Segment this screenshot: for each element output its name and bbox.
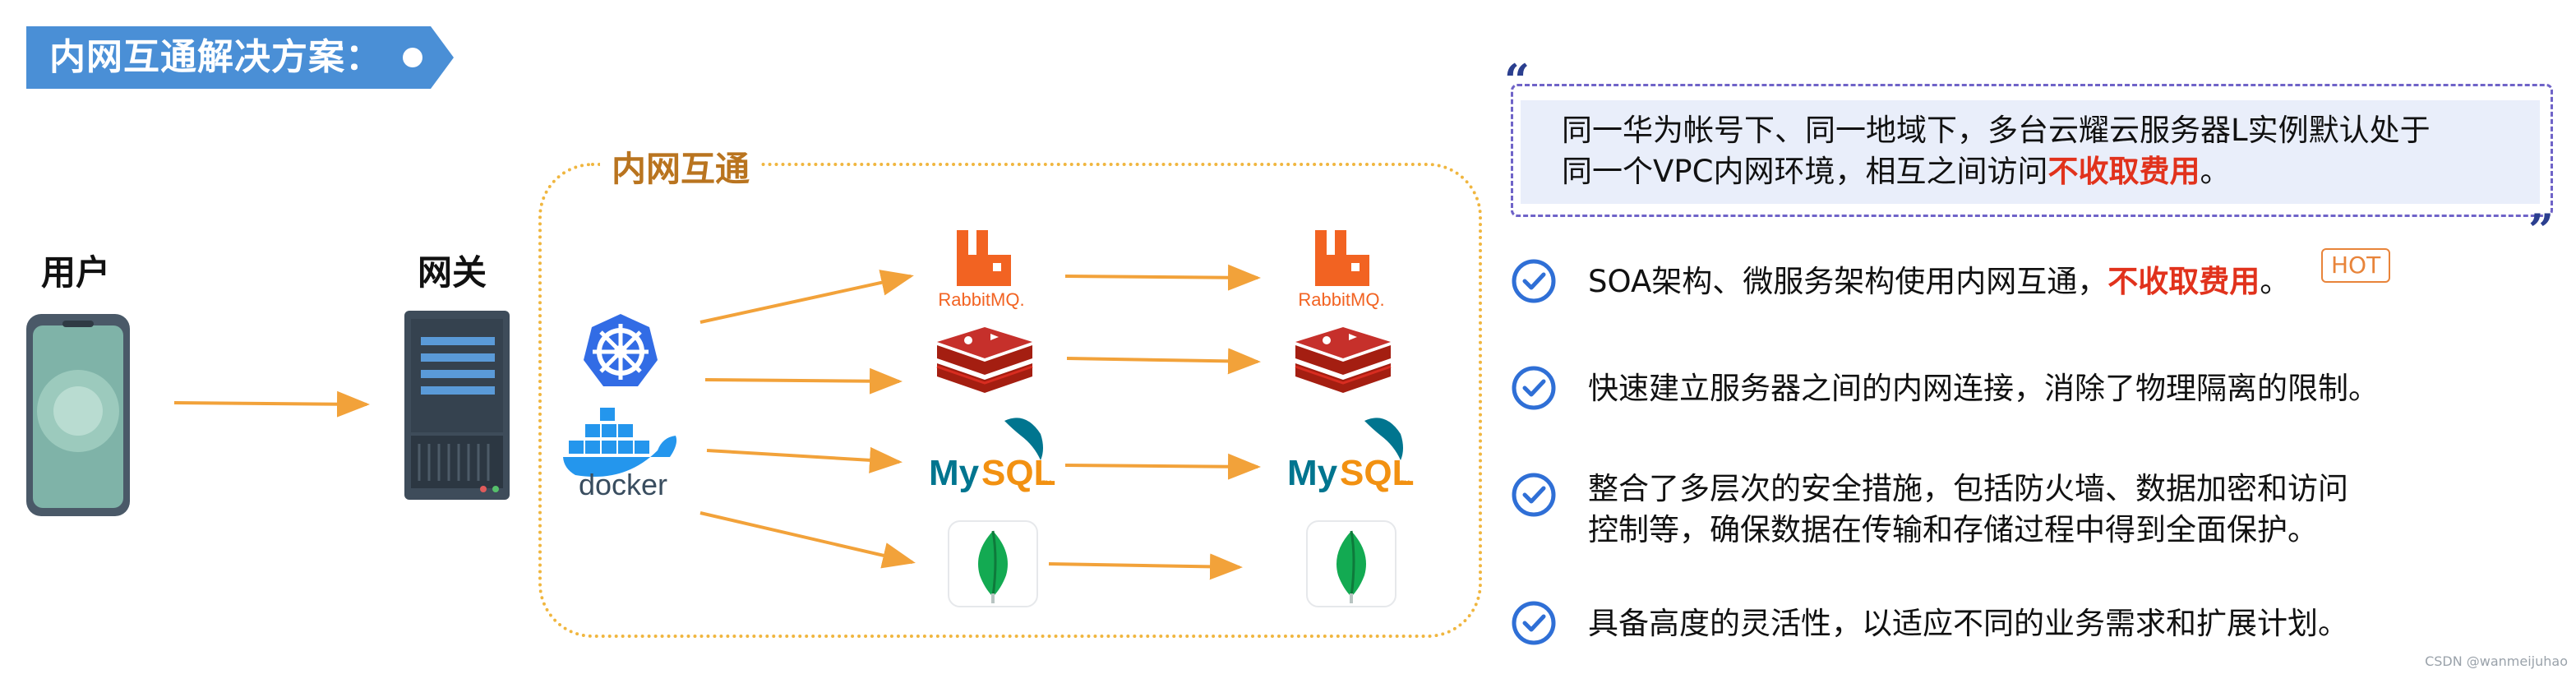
bullet-3-line-1: 整合了多层次的安全措施，包括防火墙、数据加密和访问 bbox=[1588, 471, 2348, 506]
bullet-3: 整合了多层次的安全措施，包括防火墙、数据加密和访问 控制等，确保数据在传输和存储… bbox=[1588, 469, 2348, 551]
gateway-label: 网关 bbox=[418, 252, 487, 293]
quote-line-2-prefix: 同一个VPC内网环境，相互之间访问 bbox=[1562, 154, 2048, 189]
intranet-title: 内网互通 bbox=[600, 141, 762, 192]
mongodb-icon bbox=[1306, 520, 1396, 607]
mysql-sql-right: SQL bbox=[1340, 453, 1414, 493]
mysql-tm-right: ™ bbox=[1399, 478, 1410, 491]
bullet-3-line-2: 控制等，确保数据在传输和存储过程中得到全面保护。 bbox=[1588, 512, 2318, 547]
bullet-1-suffix: 。 bbox=[2260, 264, 2291, 299]
mysql-icon: My SQL ™ bbox=[1287, 418, 1414, 493]
mongodb-icon bbox=[948, 520, 1038, 607]
arrow-redis-redis bbox=[1066, 348, 1261, 375]
user-label: 用户 bbox=[41, 252, 111, 293]
watermark: CSDN @wanmeijuhao bbox=[2425, 653, 2568, 669]
bullet-1-prefix: SOA架构、微服务架构使用内网互通， bbox=[1588, 264, 2108, 299]
redis-icon bbox=[1295, 327, 1392, 393]
arrow-k8s-redis bbox=[704, 367, 903, 395]
mysql-my-right: My bbox=[1287, 453, 1338, 493]
hot-badge: HOT bbox=[2321, 248, 2391, 283]
close-quote-icon: ” bbox=[2528, 204, 2555, 256]
arrow-mysql-mysql bbox=[1064, 453, 1261, 480]
docker-icon bbox=[563, 408, 677, 477]
arrow-k8s-rabbitmq bbox=[699, 270, 914, 324]
mysql-icon: My SQL ™ bbox=[929, 418, 1055, 493]
docker-wordmark: docker bbox=[579, 468, 667, 501]
phone-icon bbox=[26, 314, 130, 516]
banner-dot-icon bbox=[403, 48, 422, 67]
rabbitmq-icon bbox=[957, 230, 1011, 286]
bullet-4: 具备高度的灵活性，以适应不同的业务需求和扩展计划。 bbox=[1588, 606, 2348, 641]
mysql-my-left: My bbox=[929, 453, 980, 493]
server-icon bbox=[404, 311, 510, 500]
mysql-sql-left: SQL bbox=[981, 453, 1055, 493]
rabbitmq-label-left: RabbitMQ. bbox=[938, 289, 1024, 310]
quote-line-2: 同一个VPC内网环境，相互之间访问不收取费用。 bbox=[1562, 151, 2532, 192]
intranet-box bbox=[538, 163, 1482, 638]
quote-highlight: 不收取费用 bbox=[2047, 154, 2200, 189]
arrow-docker-mysql bbox=[706, 446, 903, 473]
quote-line-2-suffix: 。 bbox=[2200, 154, 2231, 189]
quote-line-1: 同一华为帐号下、同一地域下，多台云耀云服务器L实例默认处于 bbox=[1562, 113, 2431, 148]
bullet-2: 快速建立服务器之间的内网连接，消除了物理隔离的限制。 bbox=[1588, 371, 2379, 406]
quote-background bbox=[1521, 100, 2540, 204]
arrow-user-gateway bbox=[173, 390, 370, 418]
check-icon bbox=[1512, 259, 1556, 303]
arrow-rabbitmq-rabbitmq bbox=[1064, 264, 1261, 291]
check-icon bbox=[1512, 601, 1556, 645]
page-title: 内网互通解决方案： bbox=[49, 36, 382, 78]
open-quote-icon: “ bbox=[1504, 54, 1530, 107]
kubernetes-icon bbox=[584, 314, 658, 386]
title-banner bbox=[26, 26, 454, 89]
check-icon bbox=[1512, 366, 1556, 410]
redis-icon bbox=[936, 327, 1033, 393]
quote-box bbox=[1511, 84, 2553, 217]
arrow-mongodb-mongodb bbox=[1048, 553, 1243, 580]
bullet-1: SOA架构、微服务架构使用内网互通，不收取费用。 bbox=[1588, 261, 2290, 302]
check-icon bbox=[1512, 473, 1556, 517]
quote-text: 同一华为帐号下、同一地域下，多台云耀云服务器L实例默认处于 同一个VPC内网环境… bbox=[1562, 110, 2532, 192]
mysql-tm-left: ™ bbox=[1041, 478, 1052, 491]
arrow-docker-mongodb bbox=[699, 511, 916, 569]
bullet-1-highlight: 不收取费用 bbox=[2107, 264, 2260, 299]
rabbitmq-label-right: RabbitMQ. bbox=[1298, 289, 1384, 310]
rabbitmq-icon bbox=[1315, 230, 1369, 286]
